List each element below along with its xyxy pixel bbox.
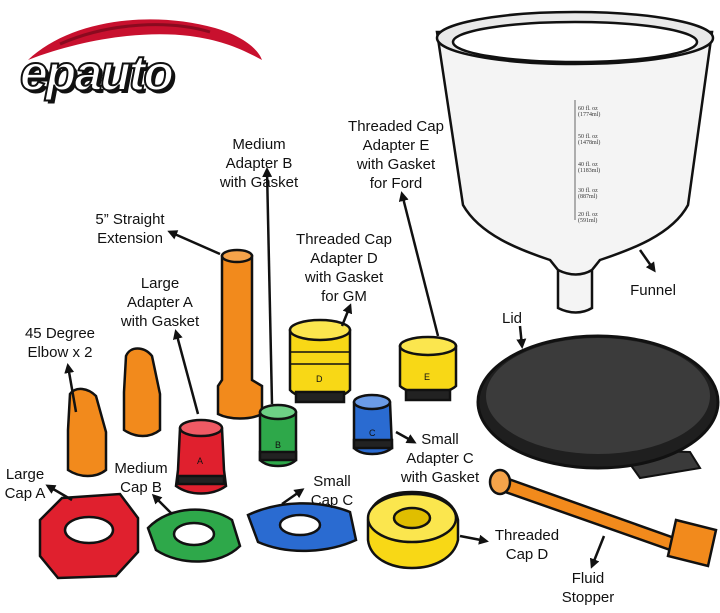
label-small-adapter-c: Small Adapter C with Gasket bbox=[400, 431, 480, 486]
label-straight-extension: 5” Straight Extension bbox=[95, 211, 165, 247]
label-threaded-adapter-e: Threaded Cap Adapter E with Gasket for F… bbox=[348, 118, 444, 192]
scale-mark: 50 fl. oz(1478ml) bbox=[578, 134, 601, 146]
lid bbox=[476, 334, 720, 480]
adapter-letter-d: D bbox=[316, 374, 323, 384]
scale-mark: 40 fl. oz(1183ml) bbox=[578, 162, 601, 174]
label-funnel: Funnel bbox=[630, 282, 676, 299]
elbow-45-degree bbox=[66, 347, 162, 478]
medium-adapter-b bbox=[258, 403, 298, 468]
small-cap-c bbox=[246, 502, 358, 553]
adapter-letter-a: A bbox=[197, 456, 204, 466]
scale-mark: 20 fl. oz(591ml) bbox=[578, 212, 598, 224]
adapter-letter-e: E bbox=[424, 372, 431, 382]
threaded-adapter-e bbox=[398, 335, 458, 402]
label-small-cap-c: Small Cap C bbox=[310, 473, 354, 509]
fluid-stopper bbox=[488, 468, 718, 568]
straight-extension bbox=[216, 248, 264, 420]
scale-mark: 60 fl. oz(1774ml) bbox=[578, 106, 601, 118]
label-lid: Lid bbox=[501, 310, 523, 327]
adapter-letter-c: C bbox=[369, 428, 376, 438]
scale-mark: 30 fl. oz(887ml) bbox=[578, 188, 598, 200]
label-large-cap-a: Large Cap A bbox=[4, 466, 46, 502]
threaded-cap-d bbox=[366, 490, 460, 570]
callout-arrows bbox=[45, 167, 656, 569]
label-fluid-stopper: Fluid Stopper bbox=[561, 570, 615, 606]
funnel bbox=[435, 10, 715, 314]
label-threaded-adapter-d: Threaded Cap Adapter D with Gasket for G… bbox=[296, 231, 392, 305]
large-cap-a bbox=[38, 492, 140, 580]
medium-cap-b bbox=[146, 508, 242, 563]
adapter-letter-b: B bbox=[275, 440, 282, 450]
threaded-adapter-d bbox=[288, 318, 352, 404]
epauto-logo-text: epauto bbox=[19, 44, 175, 102]
label-medium-adapter-b: Medium Adapter B with Gasket bbox=[219, 136, 299, 191]
epauto-logo bbox=[28, 19, 262, 60]
label-elbow: 45 Degree Elbow x 2 bbox=[24, 325, 96, 361]
label-threaded-cap-d: Threaded Cap D bbox=[494, 527, 560, 563]
large-adapter-a bbox=[174, 418, 228, 495]
label-large-adapter-a: Large Adapter A with Gasket bbox=[120, 275, 200, 330]
label-medium-cap-b: Medium Cap B bbox=[114, 460, 168, 496]
small-adapter-c bbox=[352, 393, 394, 456]
